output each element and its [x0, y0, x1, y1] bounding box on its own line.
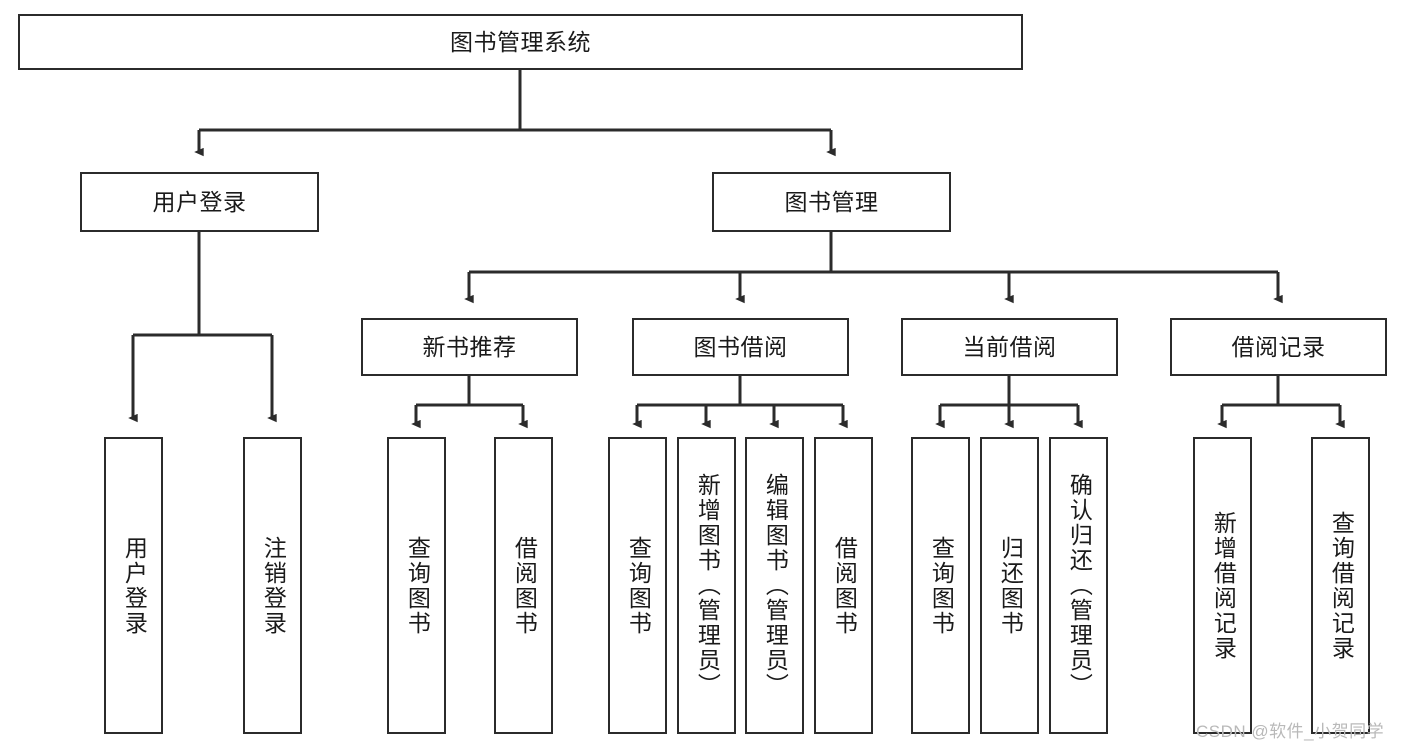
node-label: 确认归还（管理员）	[1066, 473, 1093, 698]
node-label: 新增图书（管理员）	[694, 473, 721, 698]
leaf-query-borrow-record[interactable]: 查询借阅记录	[1311, 437, 1370, 734]
leaf-return-book[interactable]: 归还图书	[980, 437, 1039, 734]
leaf-query-book-borrow[interactable]: 查询图书	[608, 437, 667, 734]
node-label: 借阅图书	[511, 535, 538, 636]
leaf-edit-book-admin[interactable]: 编辑图书（管理员）	[745, 437, 804, 734]
node-label: 归还图书	[997, 535, 1024, 636]
leaf-logout[interactable]: 注销登录	[243, 437, 302, 734]
leaf-query-book-current[interactable]: 查询图书	[911, 437, 970, 734]
node-book-borrow[interactable]: 图书借阅	[632, 318, 849, 376]
node-user-login[interactable]: 用户登录	[80, 172, 319, 232]
node-label: 新增借阅记录	[1210, 510, 1237, 661]
node-book-management[interactable]: 图书管理	[712, 172, 951, 232]
node-label: 借阅记录	[1231, 333, 1326, 360]
leaf-add-borrow-record[interactable]: 新增借阅记录	[1193, 437, 1252, 734]
node-label: 查询图书	[928, 535, 955, 636]
node-label: 查询借阅记录	[1328, 510, 1355, 661]
node-label: 借阅图书	[831, 535, 858, 636]
node-label: 用户登录	[152, 188, 247, 215]
csdn-watermark: CSDN @软件_小贺同学	[1196, 722, 1385, 741]
node-label: 图书借阅	[693, 333, 788, 360]
node-label: 用户登录	[121, 535, 148, 636]
leaf-borrow-book-recommend[interactable]: 借阅图书	[494, 437, 553, 734]
leaf-user-login[interactable]: 用户登录	[104, 437, 163, 734]
leaf-borrow-book[interactable]: 借阅图书	[814, 437, 873, 734]
node-label: 当前借阅	[962, 333, 1057, 360]
node-label: 查询图书	[404, 535, 431, 636]
node-current-borrow[interactable]: 当前借阅	[901, 318, 1118, 376]
node-label: 查询图书	[625, 535, 652, 636]
node-label: 新书推荐	[422, 333, 517, 360]
node-label: 编辑图书（管理员）	[762, 473, 789, 698]
node-label: 注销登录	[260, 535, 287, 636]
leaf-add-book-admin[interactable]: 新增图书（管理员）	[677, 437, 736, 734]
node-label: 图书管理	[784, 188, 879, 215]
node-label: 图书管理系统	[450, 28, 591, 55]
node-new-book-recommend[interactable]: 新书推荐	[361, 318, 578, 376]
leaf-query-book-recommend[interactable]: 查询图书	[387, 437, 446, 734]
node-borrow-record[interactable]: 借阅记录	[1170, 318, 1387, 376]
leaf-confirm-return-admin[interactable]: 确认归还（管理员）	[1049, 437, 1108, 734]
node-root-system[interactable]: 图书管理系统	[18, 14, 1023, 70]
